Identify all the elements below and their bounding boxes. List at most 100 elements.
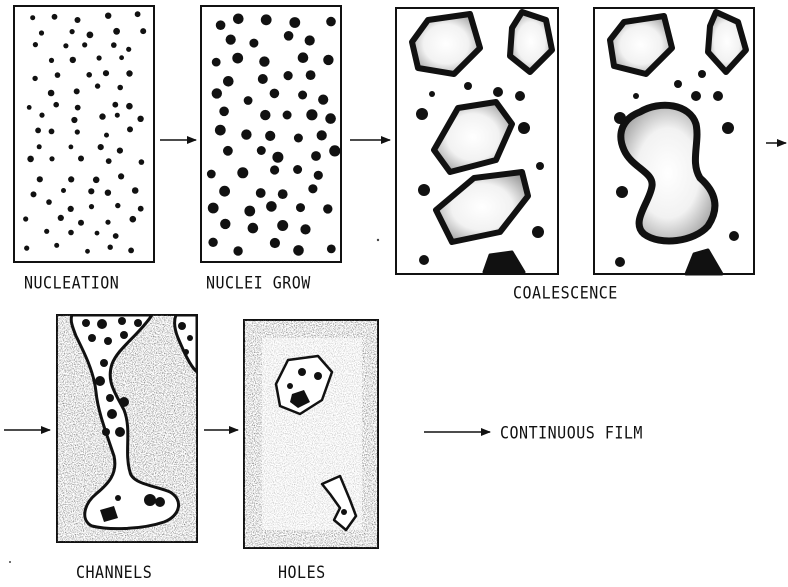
nucleus-dot	[97, 55, 102, 60]
nucleus-dot	[223, 76, 234, 87]
panel-coalescence-b	[594, 8, 754, 274]
nucleus-dot	[300, 224, 310, 234]
nucleus-dot	[266, 201, 277, 212]
nucleus-dot	[70, 29, 75, 34]
nucleus-dot	[95, 231, 100, 236]
nucleus-dot	[138, 206, 144, 212]
nucleus-dot	[46, 199, 52, 205]
nucleus-dot	[98, 144, 104, 150]
nucleus-dot	[69, 145, 74, 150]
nucleus-dot	[137, 116, 143, 122]
nucleus-dot	[270, 165, 279, 174]
nucleus-dot	[113, 28, 120, 35]
nucleus-dot	[95, 83, 100, 88]
nucleus-dot	[284, 31, 294, 41]
nucleus-dot	[237, 167, 248, 178]
nucleus-dot	[49, 156, 54, 161]
nucleus-dot	[93, 177, 100, 184]
nucleus-dot	[130, 216, 137, 223]
nucleus-dot	[306, 109, 317, 120]
nucleus-dot	[126, 103, 133, 110]
nucleus-dot	[115, 203, 120, 208]
nucleus-dot	[259, 56, 269, 66]
nucleus-dot	[75, 17, 81, 23]
nucleus-dot	[68, 230, 74, 236]
nucleus-dot	[33, 42, 38, 47]
nucleus-dot	[270, 238, 280, 248]
nucleus-dot	[30, 15, 35, 20]
nucleus-dot	[99, 113, 105, 119]
panel-channels	[57, 315, 197, 542]
nucleus-dot	[32, 76, 37, 81]
nucleus-dot	[49, 129, 55, 135]
nucleus-dot	[82, 42, 87, 47]
label-holes: HOLES	[278, 562, 326, 583]
nucleus-dot	[257, 146, 266, 155]
nucleus-dot	[39, 113, 44, 118]
nucleus-dot	[317, 130, 327, 140]
nucleus-dot	[71, 117, 77, 123]
nucleus-dot	[139, 159, 145, 165]
nucleus-dot	[105, 220, 110, 225]
nucleus-dot	[70, 57, 76, 63]
nucleus-dot	[314, 171, 323, 180]
nucleus-dot	[61, 188, 66, 193]
label-channels: CHANNELS	[76, 562, 152, 583]
panel-nuclei-grow	[201, 6, 341, 262]
nucleus-dot	[52, 14, 58, 20]
nucleus-dot	[249, 39, 258, 48]
nucleus-dot	[233, 246, 242, 255]
nucleus-dot	[323, 204, 332, 213]
nucleus-dot	[216, 20, 226, 30]
nucleus-dot	[27, 105, 32, 110]
nucleus-dot	[127, 126, 133, 132]
nucleus-dot	[244, 206, 255, 217]
nucleus-dot	[119, 55, 124, 60]
nucleus-dot	[35, 127, 41, 133]
nucleus-dot	[53, 102, 59, 108]
nucleus-dot	[63, 43, 68, 48]
nucleus-dot	[208, 238, 217, 247]
nucleus-dot	[208, 203, 219, 214]
label-coalescence: COALESCENCE	[513, 283, 618, 304]
nucleus-dot	[212, 88, 222, 98]
nucleus-dot	[140, 28, 146, 34]
nucleus-dot	[306, 70, 316, 80]
nucleus-dot	[212, 58, 221, 67]
nucleus-dot	[298, 52, 309, 63]
nucleus-dot	[327, 245, 336, 254]
nucleus-dot	[108, 245, 113, 250]
nucleus-dot	[75, 105, 81, 111]
nucleus-dot	[220, 219, 230, 229]
nucleus-dot	[277, 220, 288, 231]
nucleus-dot	[326, 17, 336, 27]
label-nuclei-grow: NUCLEI GROW	[206, 273, 311, 294]
nucleus-dot	[126, 70, 132, 76]
nucleus-dot	[241, 129, 251, 139]
nucleus-dot	[215, 125, 226, 136]
nucleus-dot	[54, 243, 59, 248]
panel-coalescence-a	[396, 8, 558, 274]
nucleus-dot	[105, 13, 111, 19]
nucleus-dot	[87, 32, 94, 39]
nucleus-dot	[256, 188, 266, 198]
nucleus-dot	[37, 144, 42, 149]
nucleus-dot	[219, 107, 229, 117]
nucleus-dot	[55, 72, 61, 78]
nucleus-dot	[272, 152, 283, 163]
nucleus-dot	[293, 245, 304, 256]
nucleus-dot	[308, 184, 317, 193]
panel-holes	[244, 320, 378, 548]
nucleus-dot	[113, 233, 119, 239]
nucleus-dot	[74, 88, 80, 94]
nucleus-dot	[68, 176, 74, 182]
nucleus-dot	[78, 220, 84, 226]
nucleus-dot	[24, 246, 29, 251]
nucleus-dot	[261, 14, 272, 25]
nucleus-dot	[118, 173, 124, 179]
nucleus-dot	[226, 35, 236, 45]
nucleus-dot	[265, 131, 275, 141]
nucleus-dot	[298, 91, 307, 100]
nucleus-dot	[325, 113, 336, 124]
nucleus-dot	[283, 111, 292, 120]
